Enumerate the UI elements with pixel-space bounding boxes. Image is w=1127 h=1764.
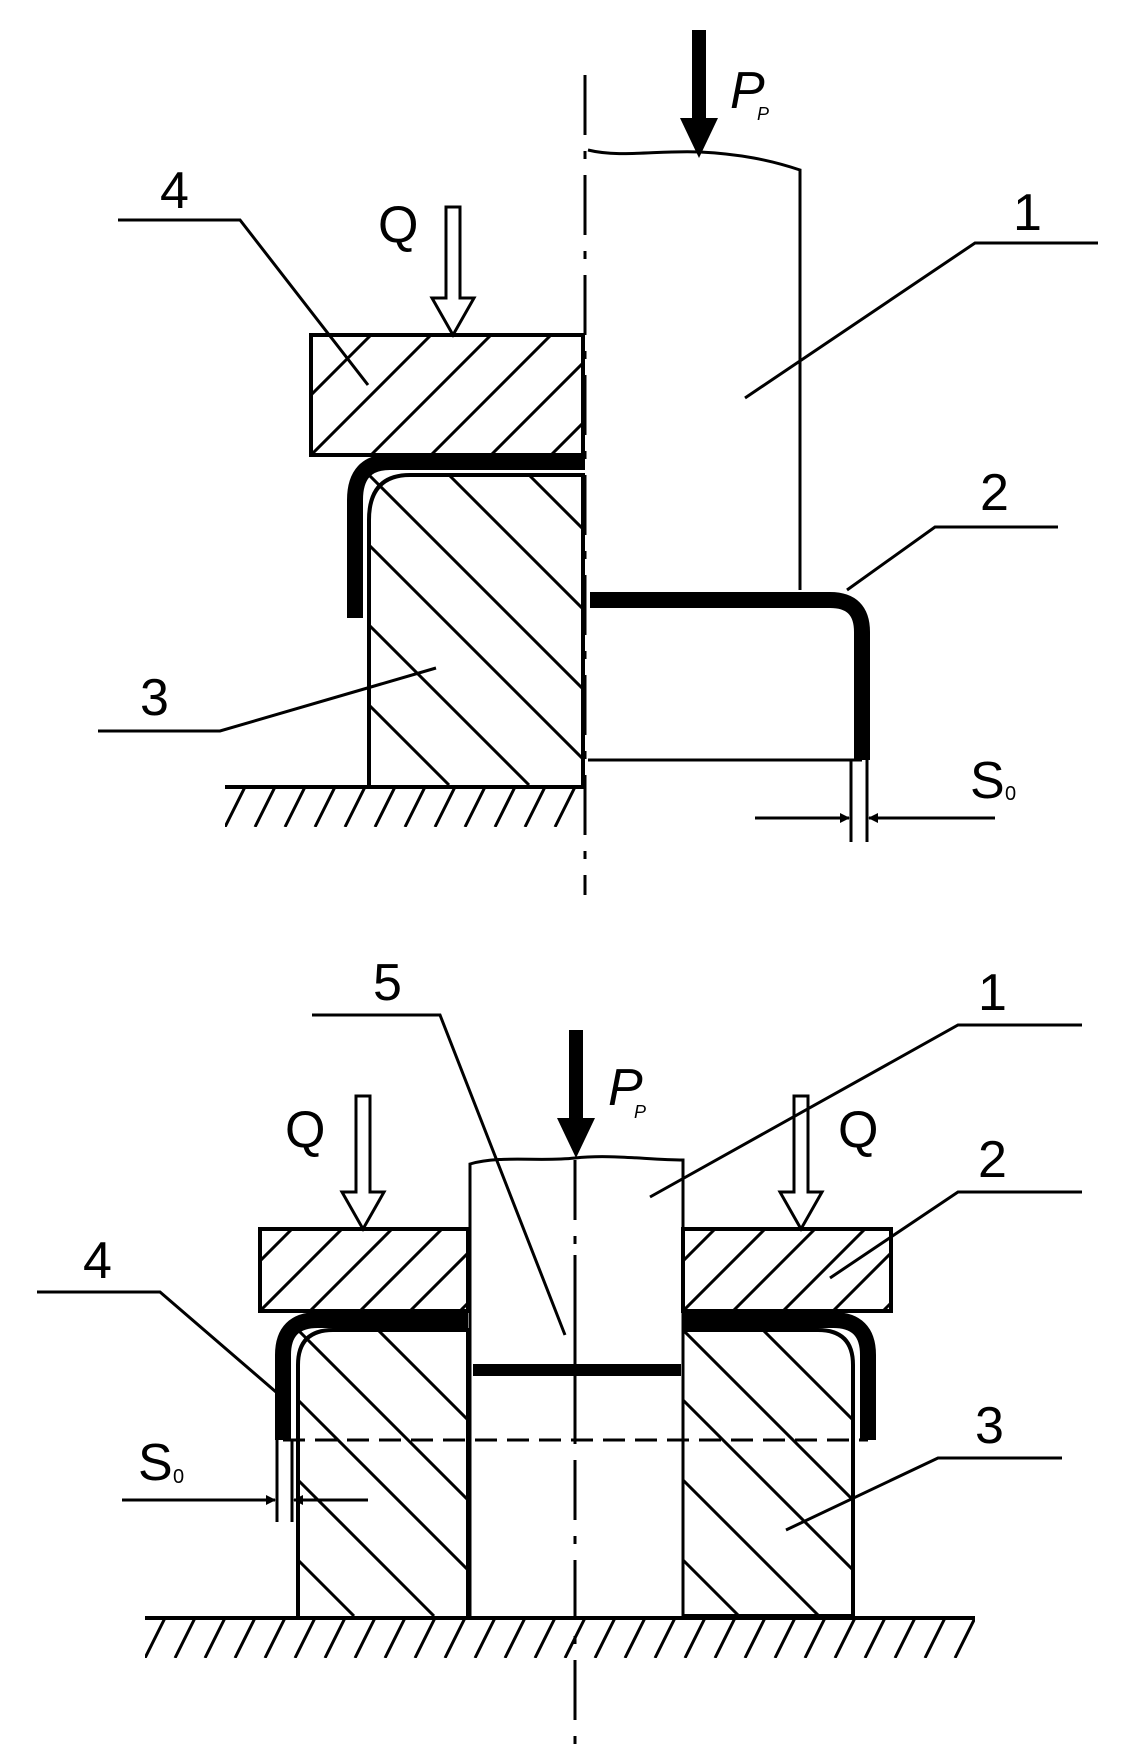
bottom-leader-1 [649,1023,1082,1199]
top-label-4: 4 [160,162,189,220]
bottom-blank-left [275,1312,468,1440]
top-blank-flange [347,454,585,618]
top-leader-3 [98,666,437,733]
bottom-leader-3 [785,1456,1062,1532]
bottom-force-q-right-arrow [777,1094,825,1233]
top-force-p-arrow [680,30,718,158]
top-force-q-label: Q [378,196,418,254]
top-figure: P P Q [98,30,1098,895]
bottom-label-2: 2 [978,1131,1007,1189]
top-label-1: 1 [1013,184,1042,242]
bottom-ground [145,1616,975,1658]
bottom-blank-right [683,1312,876,1440]
top-ground [225,785,585,827]
bottom-gap-label: S [138,1434,173,1492]
bottom-leader-2 [829,1190,1082,1280]
bottom-leader-5 [312,1013,567,1336]
top-force-q-arrow [429,205,477,339]
bottom-force-p-sub: P [634,1102,646,1122]
top-gap-dimension [755,760,995,842]
top-label-3: 3 [140,669,169,727]
bottom-punch [468,1155,685,1370]
bottom-label-4: 4 [83,1232,112,1290]
bottom-gap-dimension [122,1440,368,1522]
top-blank-cup [590,592,870,760]
bottom-label-3: 3 [975,1397,1004,1455]
bottom-holder-left [258,1227,470,1313]
top-gap-sub: 0 [1005,783,1016,805]
bottom-gap-sub: 0 [173,1466,184,1488]
bottom-figure: P P [37,954,1082,1750]
bottom-force-q-right-label: Q [838,1101,878,1159]
top-force-p-sub: P [757,104,769,124]
bottom-die-right [683,1328,855,1618]
top-leader-2 [846,525,1058,592]
bottom-holder-right [681,1227,893,1313]
top-leader-4 [118,218,370,386]
top-force-p-label: P [730,62,765,120]
top-gap-label: S [970,752,1005,810]
bottom-die-left [296,1328,470,1616]
bottom-label-5: 5 [373,954,402,1012]
top-punch [587,148,802,590]
top-holder [309,333,585,457]
top-leader-1 [744,241,1098,400]
top-die [367,473,585,785]
bottom-leader-4 [37,1290,277,1394]
bottom-force-q-left-label: Q [285,1101,325,1159]
bottom-force-p-label: P [608,1059,643,1117]
bottom-label-1: 1 [978,964,1007,1022]
bottom-force-p-arrow [557,1030,595,1158]
top-label-2: 2 [980,464,1009,522]
bottom-force-q-left-arrow [339,1094,387,1233]
